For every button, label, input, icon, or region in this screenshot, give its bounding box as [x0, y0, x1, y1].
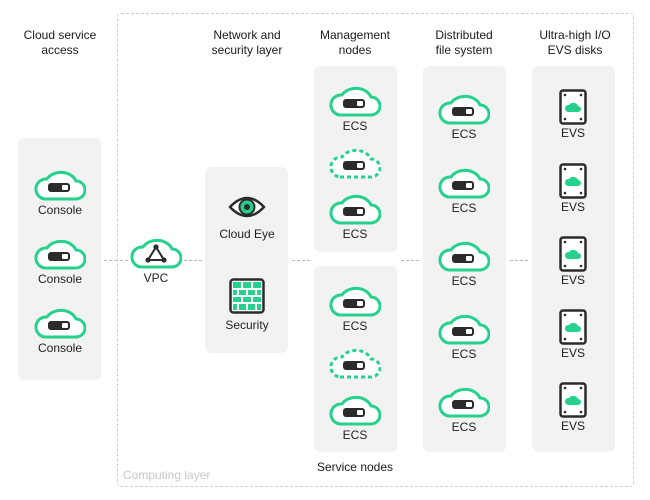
- dfs-ecs-node[interactable]: ECS: [424, 164, 504, 215]
- evs-label: EVS: [560, 273, 585, 287]
- cloud-server-icon: [34, 239, 86, 270]
- cloud-eye-node[interactable]: Cloud Eye: [207, 192, 287, 241]
- console-label: Console: [37, 272, 83, 286]
- heading-cloud-service-access: Cloud service access: [23, 28, 97, 57]
- ecs-label: ECS: [451, 347, 477, 361]
- management-ecs-node[interactable]: ECS: [315, 82, 395, 133]
- cloud-server-dashed-icon: [329, 148, 381, 179]
- heading-distributed-file-system: Distributed file system: [435, 28, 493, 57]
- computing-layer-label: Computing layer: [123, 468, 211, 482]
- evs-disk[interactable]: EVS: [533, 236, 613, 287]
- evs-disk-icon: [559, 236, 587, 272]
- evs-label: EVS: [560, 126, 585, 140]
- evs-label: EVS: [560, 346, 585, 360]
- ecs-label: ECS: [342, 319, 368, 333]
- management-standby-node[interactable]: [315, 144, 395, 180]
- heading-network-security-layer: Network and security layer: [211, 28, 283, 57]
- cloud-server-dashed-icon: [329, 348, 381, 379]
- cloud-server-icon: [34, 308, 86, 339]
- connector-access-vpc: [104, 260, 128, 261]
- ecs-label: ECS: [451, 201, 477, 215]
- ecs-label: ECS: [342, 227, 368, 241]
- evs-disk[interactable]: EVS: [533, 89, 613, 140]
- console-label: Console: [37, 341, 83, 355]
- cloud-server-icon: [438, 94, 490, 125]
- evs-label: EVS: [560, 200, 585, 214]
- ecs-label: ECS: [342, 119, 368, 133]
- vpc-label: VPC: [143, 271, 169, 285]
- cloud-eye-label: Cloud Eye: [219, 227, 275, 241]
- evs-disk-icon: [559, 309, 587, 345]
- dfs-ecs-node[interactable]: ECS: [424, 310, 504, 361]
- console-label: Console: [37, 203, 83, 217]
- computing-layer-frame: [117, 13, 634, 487]
- cloud-server-icon: [34, 170, 86, 201]
- cloud-server-icon: [329, 286, 381, 317]
- security-node[interactable]: Security: [207, 278, 287, 332]
- evs-disk-icon: [559, 89, 587, 125]
- cloud-server-icon: [438, 387, 490, 418]
- ecs-label: ECS: [451, 127, 477, 141]
- evs-disk[interactable]: EVS: [533, 382, 613, 433]
- cloud-server-icon: [329, 86, 381, 117]
- cloud-server-icon: [438, 241, 490, 272]
- evs-label: EVS: [560, 419, 585, 433]
- connector-network-nodes: [292, 260, 310, 261]
- ecs-label: ECS: [342, 428, 368, 442]
- evs-disk[interactable]: EVS: [533, 309, 613, 360]
- dfs-ecs-node[interactable]: ECS: [424, 237, 504, 288]
- security-label: Security: [225, 318, 269, 332]
- vpc-node[interactable]: VPC: [116, 234, 196, 285]
- ecs-label: ECS: [451, 420, 477, 434]
- evs-disk[interactable]: EVS: [533, 163, 613, 214]
- dfs-ecs-node[interactable]: ECS: [424, 90, 504, 141]
- vpc-cloud-icon: [130, 238, 182, 269]
- eye-icon: [228, 196, 266, 218]
- heading-evs-disks: Ultra-high I/O EVS disks: [539, 28, 611, 57]
- service-ecs-node[interactable]: ECS: [315, 391, 395, 442]
- cloud-server-icon: [438, 314, 490, 345]
- console-node[interactable]: Console: [20, 304, 100, 355]
- connector-vpc-network: [184, 260, 202, 261]
- ecs-label: ECS: [451, 274, 477, 288]
- cloud-server-icon: [438, 168, 490, 199]
- console-node[interactable]: Console: [20, 235, 100, 286]
- connector-dfs-evs: [510, 260, 528, 261]
- cloud-server-icon: [329, 194, 381, 225]
- heading-management-nodes: Management nodes: [319, 28, 391, 57]
- service-ecs-node[interactable]: ECS: [315, 282, 395, 333]
- console-node[interactable]: Console: [20, 166, 100, 217]
- connector-nodes-dfs: [401, 260, 419, 261]
- service-nodes-label: Service nodes: [316, 460, 394, 474]
- service-standby-node[interactable]: [315, 344, 395, 380]
- firewall-icon: [229, 278, 265, 314]
- dfs-ecs-node[interactable]: ECS: [424, 383, 504, 434]
- evs-disk-icon: [559, 382, 587, 418]
- cloud-server-icon: [329, 395, 381, 426]
- evs-disk-icon: [559, 163, 587, 199]
- management-ecs-node[interactable]: ECS: [315, 190, 395, 241]
